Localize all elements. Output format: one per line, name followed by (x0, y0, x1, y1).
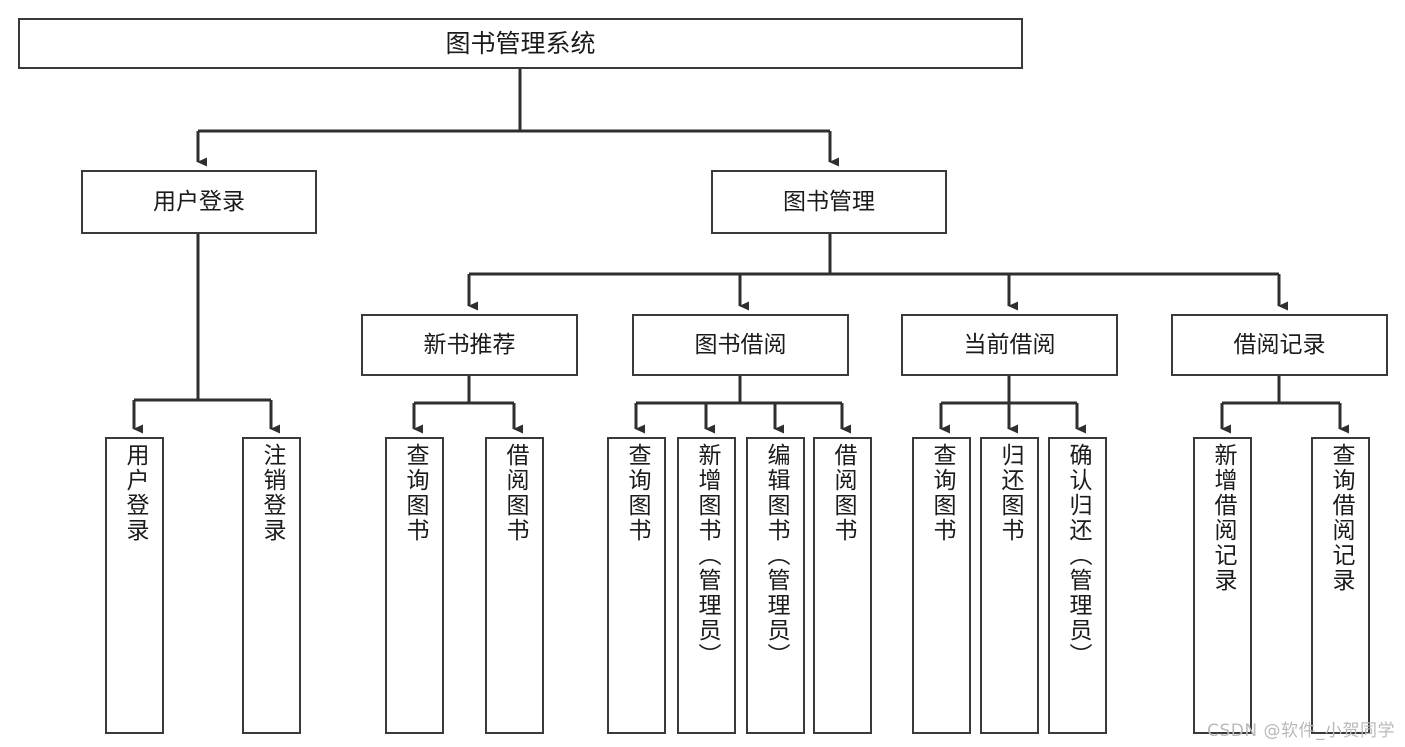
node-current-borrow[interactable]: 当前借阅 (901, 314, 1118, 376)
node-label: 确认归还（管理员） (1065, 443, 1091, 668)
node-label: 归还图书 (997, 443, 1023, 543)
node-leaf-query-books-newbook[interactable]: 查询图书 (385, 437, 444, 734)
node-leaf-user-login[interactable]: 用户登录 (105, 437, 164, 734)
node-label: 新书推荐 (423, 331, 516, 358)
node-root-book-management-system[interactable]: 图书管理系统 (18, 18, 1023, 69)
node-label: 用户登录 (153, 188, 245, 215)
node-label: 图书管理 (783, 188, 875, 215)
node-leaf-edit-book-admin[interactable]: 编辑图书（管理员） (746, 437, 805, 734)
node-label: 当前借阅 (963, 331, 1056, 358)
node-book-management[interactable]: 图书管理 (711, 170, 947, 234)
node-label: 查询图书 (929, 443, 955, 543)
node-borrow-record[interactable]: 借阅记录 (1171, 314, 1388, 376)
node-book-borrow[interactable]: 图书借阅 (632, 314, 849, 376)
node-label: 用户登录 (122, 443, 148, 543)
node-new-book-recommend[interactable]: 新书推荐 (361, 314, 578, 376)
node-label: 新增图书（管理员） (694, 443, 720, 668)
node-user-login[interactable]: 用户登录 (81, 170, 317, 234)
node-leaf-borrow-books[interactable]: 借阅图书 (813, 437, 872, 734)
node-leaf-add-borrow-record[interactable]: 新增借阅记录 (1193, 437, 1252, 734)
node-label: 查询图书 (402, 443, 428, 543)
node-label: 查询借阅记录 (1328, 443, 1354, 593)
node-leaf-query-borrow-record[interactable]: 查询借阅记录 (1311, 437, 1370, 734)
node-label: 图书借阅 (694, 331, 787, 358)
node-leaf-confirm-return-admin[interactable]: 确认归还（管理员） (1048, 437, 1107, 734)
node-label: 借阅图书 (502, 443, 528, 543)
node-label: 借阅记录 (1233, 331, 1326, 358)
node-label: 图书管理系统 (445, 28, 596, 58)
node-leaf-return-books[interactable]: 归还图书 (980, 437, 1039, 734)
node-label: 查询图书 (624, 443, 650, 543)
node-leaf-query-books-current[interactable]: 查询图书 (912, 437, 971, 734)
node-label: 借阅图书 (830, 443, 856, 543)
node-label: 编辑图书（管理员） (763, 443, 789, 668)
node-leaf-borrow-books-newbook[interactable]: 借阅图书 (485, 437, 544, 734)
node-leaf-logout[interactable]: 注销登录 (242, 437, 301, 734)
node-leaf-add-book-admin[interactable]: 新增图书（管理员） (677, 437, 736, 734)
node-label: 注销登录 (259, 443, 285, 543)
node-label: 新增借阅记录 (1210, 443, 1236, 593)
node-leaf-query-books-borrow[interactable]: 查询图书 (607, 437, 666, 734)
